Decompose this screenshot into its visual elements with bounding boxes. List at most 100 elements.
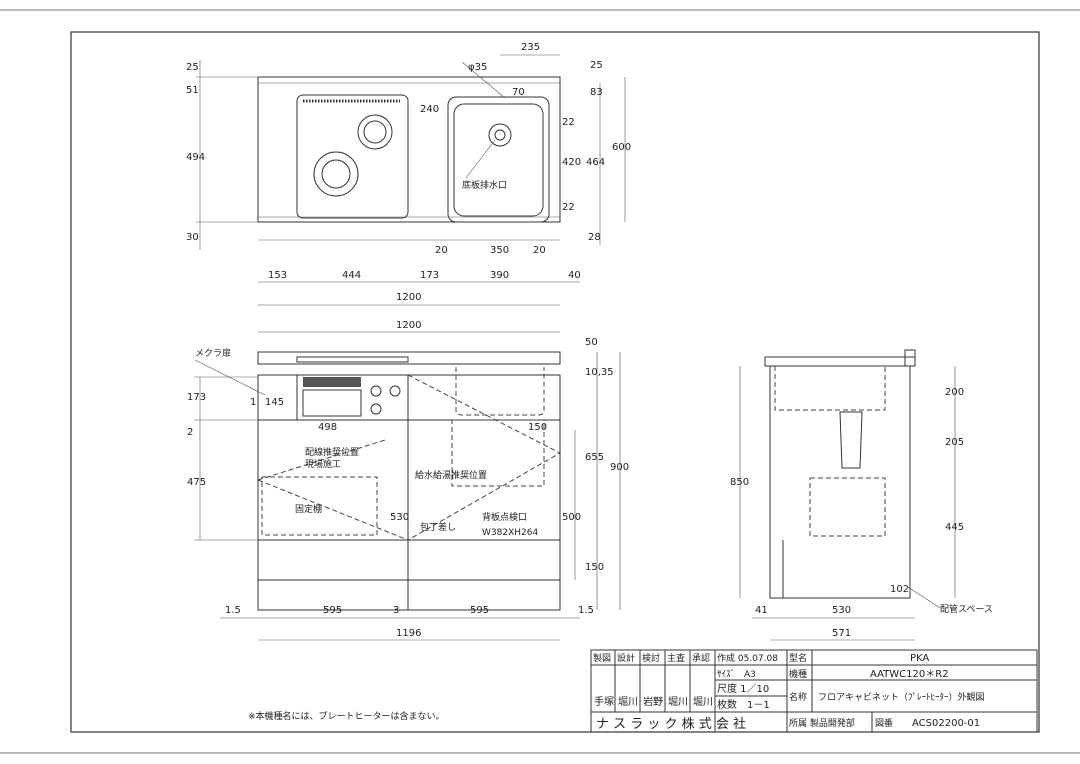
burner-small — [357, 114, 393, 150]
dim-22b: 22 — [562, 202, 575, 213]
dim-498: 498 — [318, 422, 337, 433]
dim-50: 50 — [585, 337, 598, 348]
department: 所属 製品開発部 — [789, 717, 855, 729]
sink-bowl — [453, 103, 544, 217]
dim-20a: 20 — [435, 245, 448, 256]
dim-595a: 595 — [323, 605, 342, 616]
dim-464: 464 — [586, 157, 605, 168]
door-swing-lines — [257, 374, 562, 541]
front-view: 1200 173 2 475 1 145 498 150 530 50 10,3… — [187, 320, 629, 641]
label-knife: 包丁差し — [420, 521, 456, 533]
company-name: ナ ス ラ ッ ク 株 式 会 社 — [596, 716, 746, 732]
dim-1200: 1200 — [396, 292, 421, 303]
grill-window — [302, 389, 362, 417]
header-review: 検討 — [642, 652, 660, 664]
dim-153: 153 — [268, 270, 287, 281]
dim-83: 83 — [590, 87, 603, 98]
dim-420: 420 — [562, 157, 581, 168]
hob-plate — [296, 94, 409, 219]
dim-600: 600 — [612, 142, 631, 153]
scale: 尺度 1／10 — [717, 682, 769, 695]
drawing-no-label: 図番 — [875, 717, 893, 729]
dim-51: 51 — [186, 85, 199, 96]
dim-41: 41 — [755, 605, 768, 616]
dim-70: 70 — [512, 87, 525, 98]
dim-22a: 22 — [562, 117, 575, 128]
note: ※本機種名には、プレートヒーターは含まない。 — [248, 710, 445, 722]
countertop-side — [764, 356, 916, 367]
dim-655: 655 — [585, 452, 604, 463]
dim-10-35: 10,35 — [585, 367, 614, 378]
burner-large — [313, 151, 359, 197]
dim-350: 350 — [490, 245, 509, 256]
dim-102: 102 — [890, 584, 909, 595]
label-fixed-shelf: 固定棚 — [295, 503, 322, 515]
knob-2 — [389, 385, 401, 397]
dim-444: 444 — [342, 270, 361, 281]
sink-hidden — [455, 367, 545, 416]
drain-label: 底板排水口 — [462, 179, 507, 191]
dim-20b: 20 — [533, 245, 546, 256]
header-design: 設計 — [617, 652, 635, 664]
title-block: 製図 設計 検討 主査 承認 手塚 堀川 岩野 堀川 堀川 作成 05.07.0… — [590, 649, 1038, 733]
trap-side — [839, 411, 863, 469]
knob-1 — [370, 385, 382, 397]
dim-1-5a: 1.5 — [225, 605, 241, 616]
dim-1: 1 — [250, 397, 256, 408]
created-date: 作成 05.07.08 — [717, 652, 778, 664]
header-approve: 承認 — [692, 652, 710, 664]
header-chief: 主査 — [667, 652, 685, 664]
dim-173-front: 173 — [187, 392, 206, 403]
label-wiring: 配線推奨位置 — [305, 446, 359, 458]
signer-2: 堀川 — [618, 696, 638, 708]
cabinet-side — [769, 365, 911, 599]
dim-205: 205 — [945, 437, 964, 448]
dim-530: 530 — [390, 512, 409, 523]
dim-850: 850 — [730, 477, 749, 488]
label-back-panel: 背板点検口 — [482, 511, 527, 523]
dim-30: 30 — [186, 232, 199, 243]
sheet-count: 枚数 1－1 — [717, 698, 770, 711]
countertop-front — [257, 351, 561, 365]
label-site: 現場施工 — [305, 458, 341, 470]
signer-3: 岩野 — [643, 695, 663, 708]
dim-390: 390 — [490, 270, 509, 281]
dim-front-1200: 1200 — [396, 320, 421, 331]
drawing-name: フロアキャビネット（ﾌﾟﾚｰﾄﾋｰﾀｰ）外観図 — [818, 691, 985, 703]
knob-3 — [370, 403, 382, 415]
sheet-border — [70, 31, 1040, 733]
dim-235: 235 — [521, 42, 540, 53]
type-value: AATWC120＊R2 — [870, 669, 949, 680]
dim-28: 28 — [588, 232, 601, 243]
dim-500: 500 — [562, 512, 581, 523]
dim-145: 145 — [265, 397, 284, 408]
fixed-shelf — [261, 476, 378, 536]
dim-475: 475 — [187, 477, 206, 488]
dim-phi: φ35 — [468, 62, 487, 73]
model-value: PKA — [910, 653, 929, 664]
dim-445: 445 — [945, 522, 964, 533]
dim-150b: 150 — [585, 562, 604, 573]
name-label: 名称 — [789, 691, 807, 703]
grill-vent — [303, 377, 361, 387]
dim-494: 494 — [186, 152, 205, 163]
label-back-size: W382XH264 — [482, 528, 538, 538]
label-pipe-space: 配管スペース — [940, 603, 993, 615]
model-label: 型名 — [789, 652, 807, 664]
dim-240: 240 — [420, 104, 439, 115]
dim-150: 150 — [528, 422, 547, 433]
dim-530-side: 530 — [832, 605, 851, 616]
label-water: 給水給湯推奨位置 — [415, 469, 487, 481]
dim-173: 173 — [420, 270, 439, 281]
sink-side-hidden — [774, 366, 886, 411]
dim-25: 25 — [186, 62, 199, 73]
dim-200: 200 — [945, 387, 964, 398]
hob-front — [296, 356, 409, 363]
signer-5: 堀川 — [693, 696, 713, 708]
dim-40: 40 — [568, 270, 581, 281]
paper-size: ｻｲｽﾞ A3 — [717, 669, 756, 680]
dim-1-5b: 1.5 — [578, 605, 594, 616]
dim-1196: 1196 — [396, 628, 421, 639]
type-label: 機種 — [789, 668, 807, 680]
